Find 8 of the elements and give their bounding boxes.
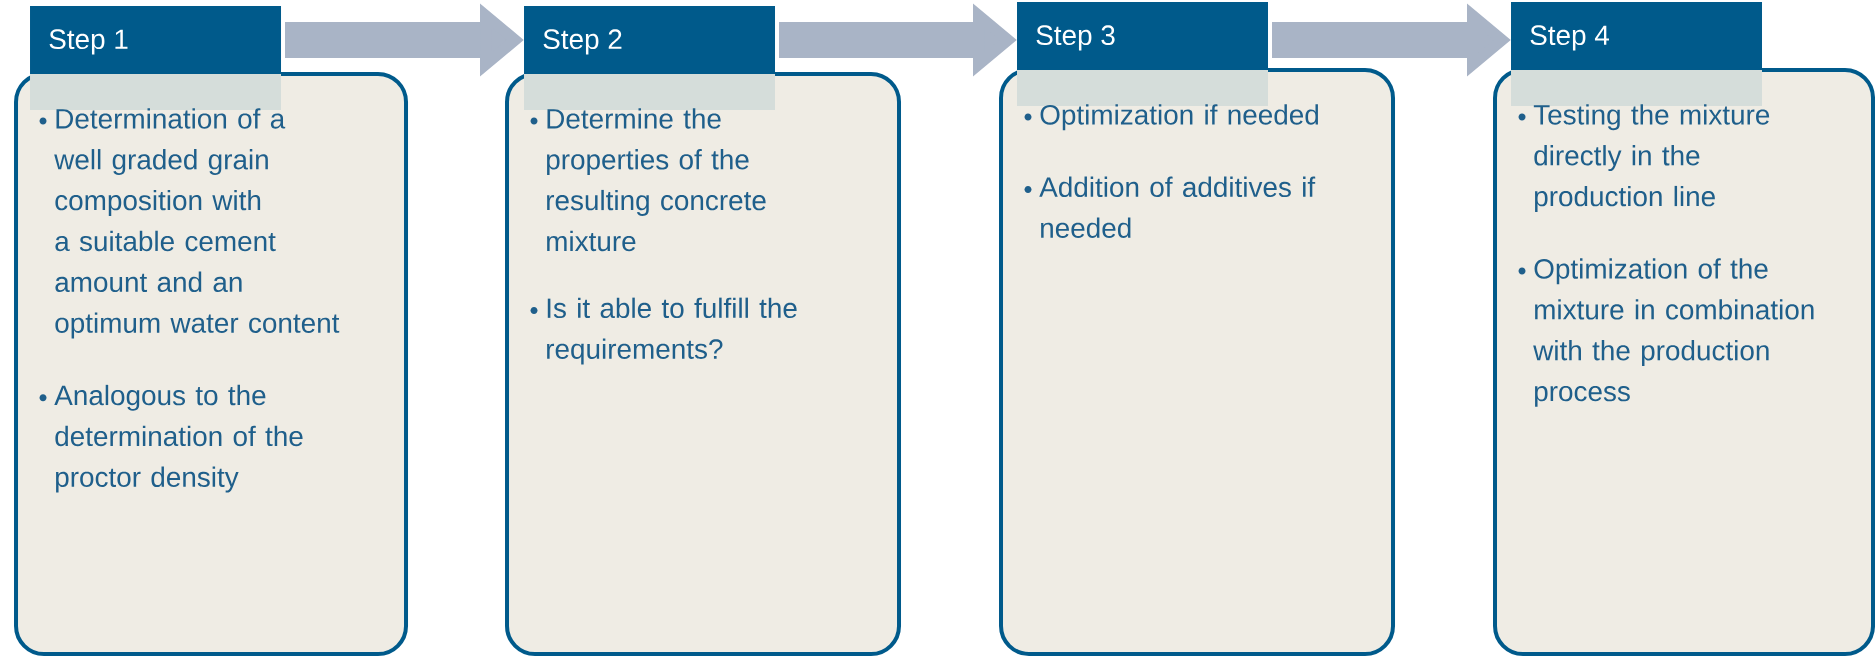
bullet-point: Analogous to the determination of the proctor density [54, 384, 303, 493]
bullet-point: Is it able to fulfill the requirements? [547, 297, 797, 365]
bullet-point: Determination of a well graded grain composition with a suitable cement amount and an optimum water content [54, 108, 340, 339]
bullet-point: Addition of additives if needed [1039, 176, 1316, 238]
bullet-point: Optimization of the mixture in combination with the production process [1533, 258, 1814, 407]
bullet-point: Determine the properties of the resulting concrete mixture [547, 108, 766, 252]
bullet-point: Optimization if needed [1040, 104, 1318, 131]
bullet-point: Testing the mixture directly in the production line [1533, 104, 1770, 212]
